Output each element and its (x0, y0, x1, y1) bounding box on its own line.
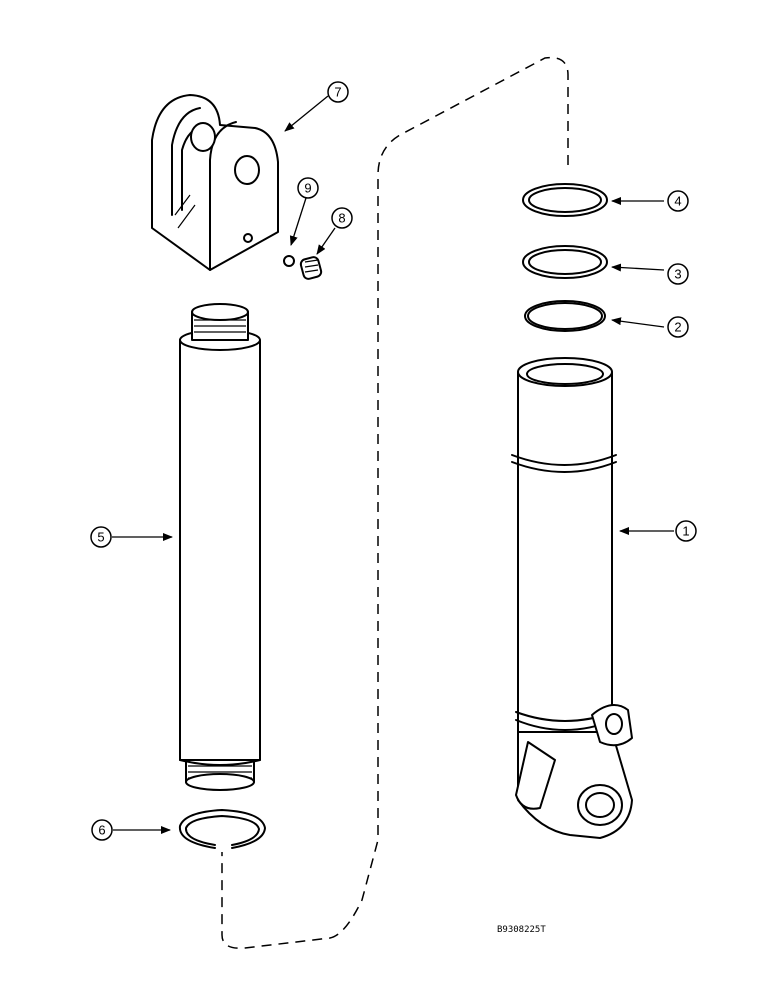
callout-2-label: 2 (674, 320, 681, 335)
piston-rod (179, 303, 261, 791)
clevis-rod-end (151, 94, 279, 271)
leader-7 (284, 95, 329, 132)
seal-ring-2 (524, 300, 606, 332)
callout-4-label: 4 (674, 194, 681, 209)
callout-9: 9 (297, 177, 319, 199)
callout-5: 5 (90, 526, 112, 548)
callout-3-label: 3 (674, 267, 681, 282)
callout-4: 4 (667, 190, 689, 212)
cylinder-barrel (511, 357, 633, 839)
callout-7: 7 (327, 81, 349, 103)
callout-8: 8 (331, 207, 353, 229)
callout-8-label: 8 (338, 211, 345, 226)
leader-9 (289, 197, 307, 246)
callout-2: 2 (667, 316, 689, 338)
leader-3 (611, 263, 665, 272)
ball-part (283, 255, 295, 267)
callout-9-label: 9 (304, 181, 311, 196)
reference-code: B9308225T (497, 925, 546, 935)
seal-ring-3 (522, 245, 608, 279)
callout-6: 6 (91, 819, 113, 841)
seal-ring-4 (522, 183, 608, 217)
callout-6-label: 6 (98, 823, 105, 838)
snap-ring (178, 809, 266, 849)
set-screw-part (299, 256, 323, 280)
assembly-dashed-line (221, 56, 569, 949)
leader-8 (316, 227, 336, 255)
callout-3: 3 (667, 263, 689, 285)
callout-1: 1 (675, 520, 697, 542)
callout-1-label: 1 (682, 524, 689, 539)
callout-5-label: 5 (97, 530, 104, 545)
callout-7-label: 7 (334, 85, 341, 100)
leader-2 (611, 317, 665, 328)
